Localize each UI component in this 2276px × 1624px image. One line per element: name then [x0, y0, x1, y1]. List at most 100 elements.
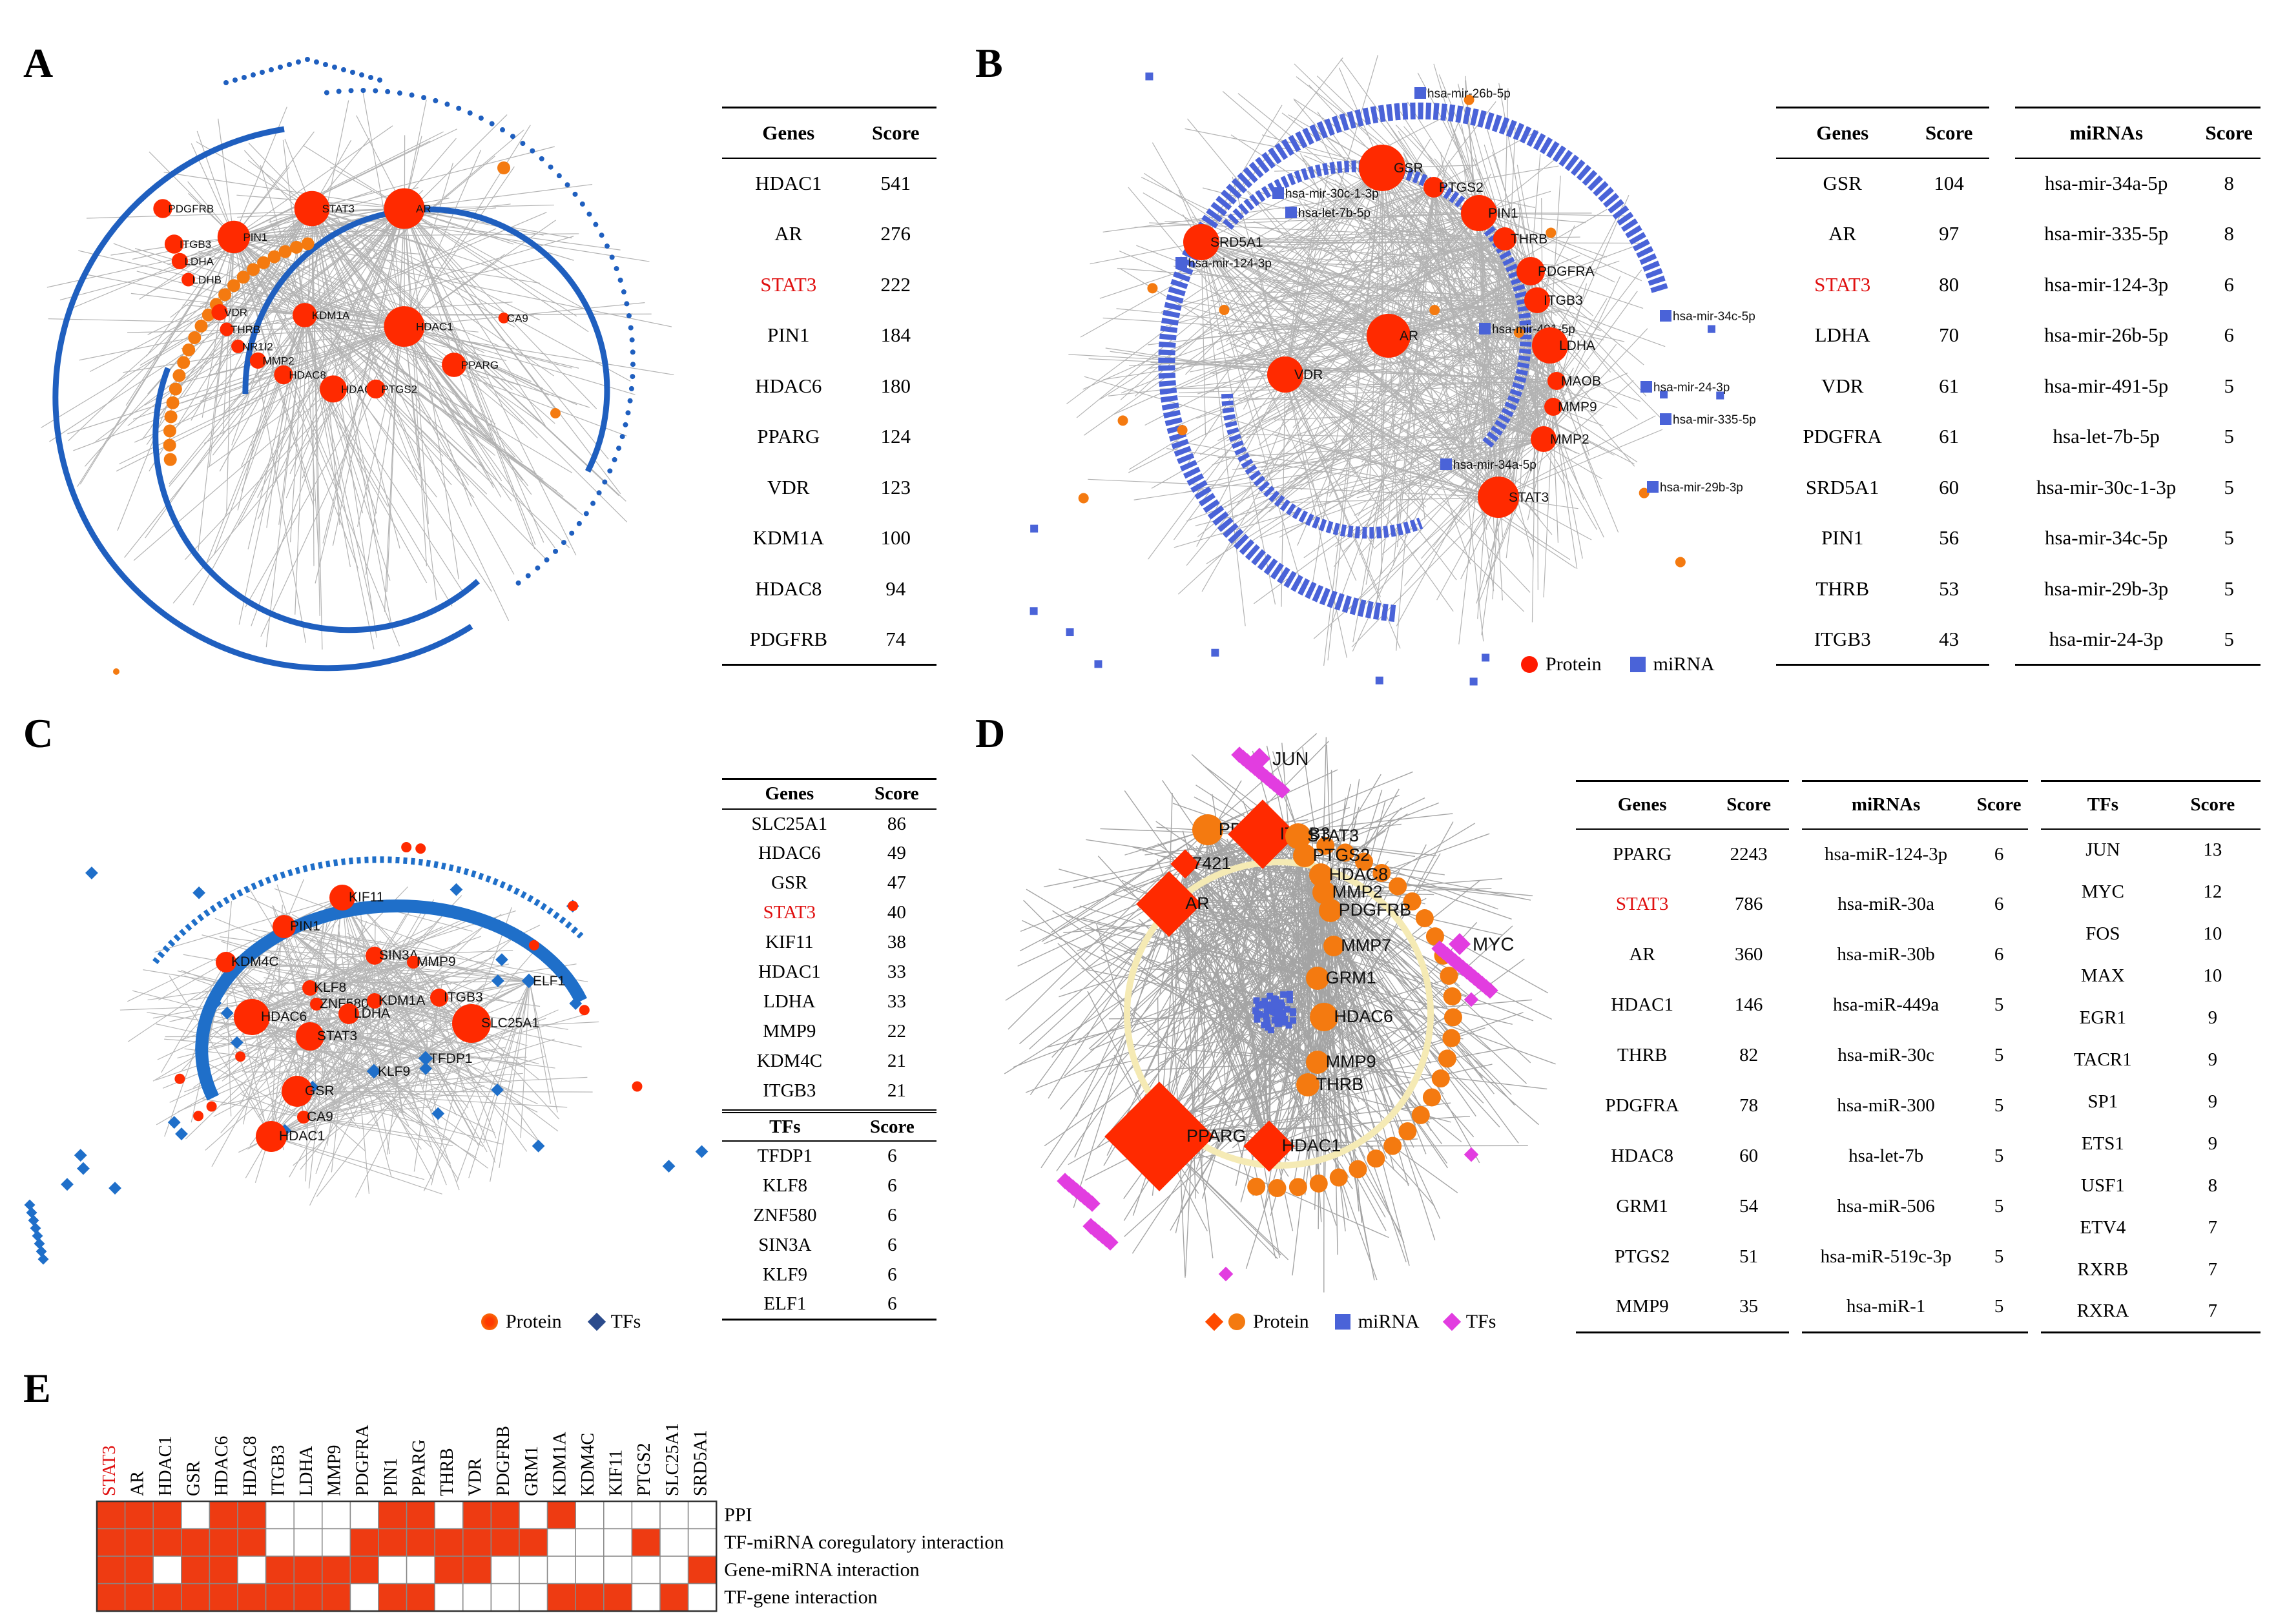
- protein-node: [1464, 94, 1474, 105]
- edge: [1279, 285, 1499, 498]
- edge: [426, 1013, 588, 1060]
- outer-ring-b: [1158, 102, 1668, 622]
- heatmap-cell: [265, 1501, 295, 1530]
- protein-node: [1438, 1049, 1456, 1068]
- mirna-square: [1254, 1016, 1261, 1023]
- edge: [404, 162, 454, 327]
- edge: [296, 1073, 523, 1092]
- node-label-itgb3: ITGB3: [444, 990, 483, 1005]
- protein-node: [1443, 987, 1462, 1006]
- edge: [1201, 242, 1500, 411]
- protein-node: [1440, 967, 1458, 985]
- edge: [233, 236, 475, 499]
- protein-node: [579, 1005, 590, 1016]
- edge: [1275, 406, 1554, 421]
- edge: [1307, 909, 1309, 1085]
- edge: [1253, 320, 1557, 382]
- table-d-genes-name-cell: THRB: [1617, 1045, 1668, 1065]
- edge: [1460, 238, 1505, 462]
- edge: [233, 236, 428, 584]
- node-label-thrb: THRB: [231, 324, 260, 336]
- mirna-node-hsa-mir-335-5p: [1660, 413, 1671, 425]
- mirna-square: [1482, 653, 1490, 662]
- mirna-node-hsa-mir-124-3p: [1175, 257, 1187, 269]
- edge: [374, 1071, 443, 1074]
- tf-node-elf1: [521, 973, 537, 989]
- edge: [1217, 271, 1531, 442]
- mirna-square: [1271, 1002, 1278, 1009]
- table-c-tfs-score-cell: 6: [887, 1204, 897, 1226]
- protein-node: [267, 250, 281, 263]
- protein-node-maob: [1547, 372, 1566, 390]
- heatmap-cell: [546, 1583, 576, 1612]
- tf-diamond: [36, 1246, 47, 1257]
- protein-node: [1422, 1088, 1441, 1107]
- protein-node-slc25a1: [452, 1004, 491, 1043]
- edge: [208, 326, 405, 376]
- edge: [1254, 254, 1286, 375]
- protein-node: [1354, 852, 1373, 871]
- node-label-hsa-mir-34a-5p: hsa-mir-34a-5p: [1453, 458, 1536, 472]
- protein-node-pparg: [442, 353, 466, 377]
- protein-node-gsr: [282, 1076, 313, 1107]
- table-a-score-cell: 184: [880, 324, 911, 347]
- heatmap-cell: [124, 1556, 154, 1585]
- protein-node-kdm4c: [216, 952, 236, 972]
- table-c-tfs-name-cell: KLF8: [762, 1175, 807, 1196]
- table-a-name-cell: PPARG: [757, 425, 820, 448]
- mirna-dot: [525, 573, 531, 579]
- legend-mirna-icon: [1629, 657, 1646, 672]
- edge: [324, 198, 405, 327]
- protein-node: [113, 668, 119, 675]
- table-b-genes-score-cell: 61: [1939, 425, 1960, 448]
- table-d-tfs-score-cell: 12: [2203, 881, 2222, 902]
- table-c-genes-score-cell: 47: [887, 872, 906, 893]
- edges-a: [41, 90, 674, 650]
- protein-node: [1372, 863, 1391, 882]
- protein-node: [401, 842, 412, 853]
- heatmap-cell: [519, 1556, 548, 1585]
- heatmap-gene-label: PPARG: [409, 1439, 429, 1496]
- edge: [439, 997, 539, 1080]
- mirna-square: [1255, 1002, 1262, 1009]
- edge: [233, 236, 477, 468]
- edge: [218, 118, 234, 238]
- mirna-dot: [287, 62, 292, 67]
- protein-node-stat3: [1478, 477, 1519, 518]
- mirna-dot: [617, 277, 623, 283]
- protein-node-mmp2: [1312, 881, 1336, 904]
- edge: [520, 981, 530, 1138]
- edge: [251, 1016, 477, 1158]
- node-label-mmp9: MMP9: [1326, 1052, 1376, 1071]
- heatmap-cell: [349, 1556, 379, 1585]
- protein-node-pin1: [273, 915, 296, 938]
- mirna-square: [1276, 1006, 1283, 1013]
- table-c-genes-name-cell: HDAC1: [758, 961, 821, 982]
- edge: [1124, 1062, 1318, 1237]
- edge: [1088, 478, 1499, 498]
- mirna-dot: [619, 434, 625, 440]
- protein-node-ar: [384, 188, 425, 229]
- heatmap-cell: [293, 1528, 323, 1557]
- mirna-dot: [548, 164, 553, 170]
- node-label-jun: JUN: [1272, 749, 1309, 770]
- edge: [1201, 855, 1305, 1199]
- table-d-mirnas-name-cell: hsa-miR-30a: [1837, 894, 1934, 914]
- edge: [1276, 497, 1499, 504]
- mirna-node-hsa-mir-26b-5p: [1414, 87, 1426, 99]
- edge: [1498, 88, 1509, 498]
- table-c-tfs-name-cell: SIN3A: [758, 1234, 812, 1255]
- table-b-genes-score-cell: 97: [1939, 222, 1960, 245]
- tf-node-jun: [1248, 748, 1270, 770]
- tf-diamond: [532, 1139, 545, 1153]
- mirna-square: [1283, 1006, 1290, 1013]
- heatmap-gene-label: SLC25A1: [663, 1423, 683, 1496]
